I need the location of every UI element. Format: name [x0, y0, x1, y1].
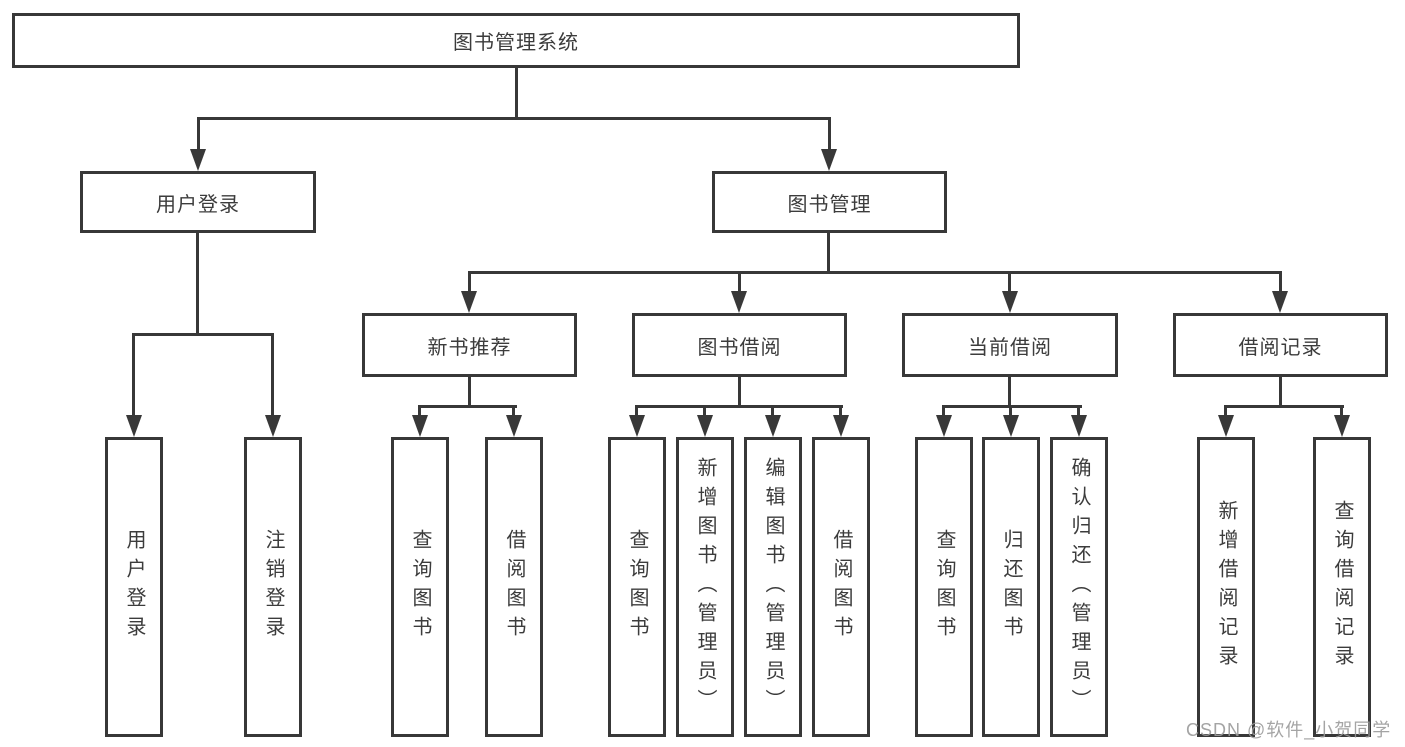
connector-userlogin-hline	[132, 333, 274, 336]
leaf-label: 新增图书（管理员）	[694, 456, 716, 718]
connector-borrow-stub	[635, 405, 638, 419]
connector-root-vline	[515, 68, 518, 118]
leaf-user-login: 用户登录	[105, 437, 163, 737]
arrowhead-down-icon	[126, 415, 142, 437]
leaf-borrow-books-newrec: 借阅图书	[485, 437, 543, 737]
connector-records-vline	[1279, 377, 1282, 408]
arrowhead-down-icon	[461, 291, 477, 313]
leaf-add-books-admin: 新增图书（管理员）	[676, 437, 734, 737]
leaf-label: 查询图书	[933, 529, 955, 645]
node-current-borrowing: 当前借阅	[902, 313, 1118, 377]
connector-userlogin-stub-right	[271, 333, 274, 417]
arrowhead-down-icon	[629, 415, 645, 437]
arrowhead-down-icon	[936, 415, 952, 437]
leaf-query-books-current: 查询图书	[915, 437, 973, 737]
connector-borrow-stub	[703, 405, 706, 419]
connector-records-stub	[1340, 405, 1343, 419]
connector-current-stub	[942, 405, 945, 419]
connector-userlogin-vline	[196, 233, 199, 335]
connector-current-vline	[1008, 377, 1011, 408]
connector-newbooks-vline	[468, 377, 471, 408]
arrowhead-down-icon	[731, 291, 747, 313]
node-borrowing-records: 借阅记录	[1173, 313, 1388, 377]
connector-bookmgmt-hline	[468, 271, 1282, 274]
connector-current-hline	[942, 405, 1082, 408]
arrowhead-down-icon	[1334, 415, 1350, 437]
connector-root-hline	[197, 117, 831, 120]
arrowhead-down-icon	[833, 415, 849, 437]
leaf-query-books-newrec: 查询图书	[391, 437, 449, 737]
leaf-query-books-borrow: 查询图书	[608, 437, 666, 737]
connector-newbooks-stub	[418, 405, 421, 419]
leaf-label: 新增借阅记录	[1215, 500, 1237, 674]
connector-bookmgmt-stub	[1008, 271, 1011, 295]
leaf-label: 归还图书	[1000, 529, 1022, 645]
leaf-add-borrow-record: 新增借阅记录	[1197, 437, 1255, 737]
connector-root-stub-right	[828, 117, 831, 153]
connector-current-stub	[1077, 405, 1080, 419]
connector-borrow-stub	[771, 405, 774, 419]
leaf-label: 确认归还（管理员）	[1068, 456, 1090, 718]
leaf-query-borrow-record: 查询借阅记录	[1313, 437, 1371, 737]
leaf-label: 查询图书	[409, 529, 431, 645]
node-book-borrowing: 图书借阅	[632, 313, 847, 377]
leaf-label: 编辑图书（管理员）	[762, 456, 784, 718]
arrowhead-down-icon	[1218, 415, 1234, 437]
arrowhead-down-icon	[765, 415, 781, 437]
leaf-logout: 注销登录	[244, 437, 302, 737]
arrowhead-down-icon	[265, 415, 281, 437]
leaf-label: 用户登录	[123, 529, 145, 645]
leaf-label: 注销登录	[262, 529, 284, 645]
node-new-book-recommendation: 新书推荐	[362, 313, 577, 377]
connector-newbooks-stub	[512, 405, 515, 419]
connector-bookmgmt-stub	[1279, 271, 1282, 295]
connector-root-stub-left	[197, 117, 200, 153]
node-user-login: 用户登录	[80, 171, 316, 233]
leaf-label: 借阅图书	[503, 529, 525, 645]
node-root-library-system: 图书管理系统	[12, 13, 1020, 68]
leaf-edit-books-admin: 编辑图书（管理员）	[744, 437, 802, 737]
connector-borrow-stub	[839, 405, 842, 419]
leaf-return-books: 归还图书	[982, 437, 1040, 737]
arrowhead-down-icon	[190, 149, 206, 171]
connector-borrow-hline	[635, 405, 843, 408]
arrowhead-down-icon	[1272, 291, 1288, 313]
connector-userlogin-stub-left	[132, 333, 135, 417]
arrowhead-down-icon	[697, 415, 713, 437]
leaf-label: 借阅图书	[830, 529, 852, 645]
csdn-watermark: CSDN @软件_小贺同学	[1186, 720, 1392, 740]
connector-records-hline	[1224, 405, 1344, 408]
connector-newbooks-hline	[418, 405, 517, 408]
leaf-borrow-books: 借阅图书	[812, 437, 870, 737]
leaf-confirm-return-admin: 确认归还（管理员）	[1050, 437, 1108, 737]
leaf-label: 查询图书	[626, 529, 648, 645]
connector-borrow-vline	[738, 377, 741, 408]
connector-bookmgmt-stub	[468, 271, 471, 295]
connector-records-stub	[1224, 405, 1227, 419]
connector-bookmgmt-vline	[827, 233, 830, 274]
connector-bookmgmt-stub	[738, 271, 741, 295]
arrowhead-down-icon	[412, 415, 428, 437]
node-book-management: 图书管理	[712, 171, 947, 233]
arrowhead-down-icon	[821, 149, 837, 171]
leaf-label: 查询借阅记录	[1331, 500, 1353, 674]
connector-current-stub	[1009, 405, 1012, 419]
arrowhead-down-icon	[1002, 291, 1018, 313]
arrowhead-down-icon	[1003, 415, 1019, 437]
arrowhead-down-icon	[1071, 415, 1087, 437]
arrowhead-down-icon	[506, 415, 522, 437]
